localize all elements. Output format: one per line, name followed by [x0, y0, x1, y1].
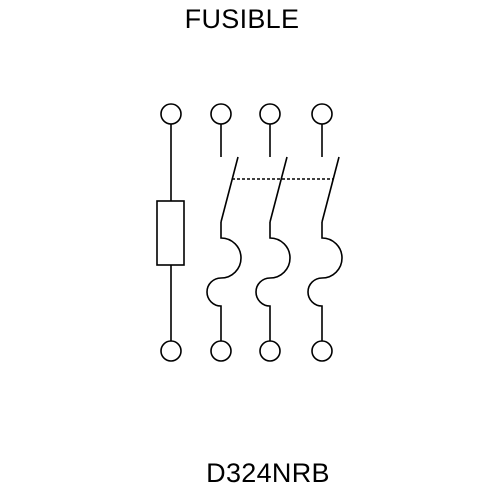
neutral-fuse-body — [156, 200, 185, 266]
pole-3 — [307, 103, 343, 362]
pole-2-bottom-terminal — [259, 340, 281, 362]
pole-1-bottom-terminal — [210, 340, 232, 362]
pole-3-switch-blade — [321, 156, 340, 223]
model-number: D324NRB — [206, 458, 330, 488]
neutral-bottom-terminal — [160, 340, 182, 362]
pole-3-top-terminal — [311, 103, 333, 125]
pole-2-switch-blade — [269, 156, 288, 223]
pole-2-fuse-element — [255, 222, 291, 341]
pole-1 — [206, 103, 242, 362]
pole-3-fuse-element — [307, 222, 343, 341]
pole-2 — [255, 103, 291, 362]
diagram-title: FUSIBLE — [184, 4, 300, 34]
neutral-pole — [156, 103, 185, 362]
pole-1-top-terminal — [210, 103, 232, 125]
pole-1-switch-blade — [220, 156, 239, 223]
pole-3-bottom-terminal — [311, 340, 333, 362]
pole-1-fuse-element — [206, 222, 242, 341]
pole-2-top-terminal — [259, 103, 281, 125]
neutral-top-terminal — [160, 103, 182, 125]
